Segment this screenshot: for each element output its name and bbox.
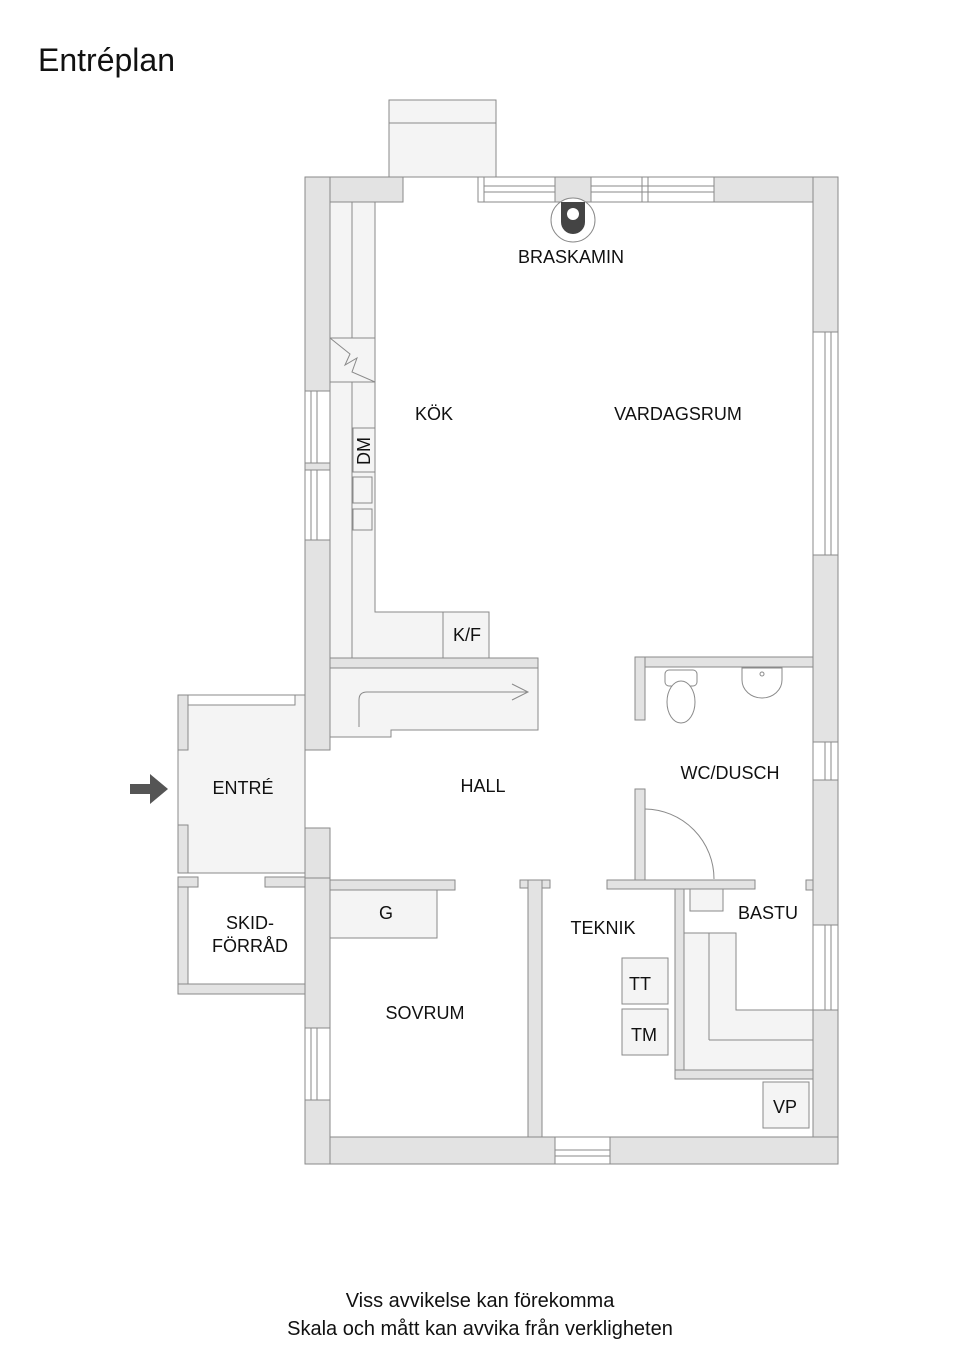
label-wc-dusch: WC/DUSCH — [681, 763, 780, 783]
vp-unit — [762, 1081, 810, 1129]
top-windows — [477, 176, 715, 203]
stair-wall — [329, 657, 539, 669]
toilet-icon — [664, 669, 698, 724]
door-swing — [644, 808, 715, 880]
label-kok: KÖK — [415, 404, 453, 424]
wc-walls — [606, 656, 814, 891]
label-skid-2: FÖRRÅD — [212, 936, 288, 956]
bottom-window — [554, 1136, 611, 1165]
skidforrad-walls — [177, 876, 306, 995]
staircase — [329, 667, 539, 738]
disclaimer-line-1: Viss avvikelse kan förekomma — [345, 1290, 615, 1312]
label-tm: TM — [631, 1025, 657, 1045]
sink-icon — [741, 667, 783, 699]
kitchen-counter — [329, 201, 490, 659]
label-kf: K/F — [453, 625, 481, 645]
bedroom-walls — [329, 879, 551, 1138]
label-vardagsrum: VARDAGSRUM — [614, 404, 742, 424]
label-entre: ENTRÉ — [212, 778, 273, 798]
label-sovrum: SOVRUM — [385, 1003, 464, 1023]
label-vp: VP — [773, 1097, 797, 1117]
page-title: Entréplan — [38, 42, 175, 78]
label-tt: TT — [629, 974, 651, 994]
tt-unit — [621, 957, 669, 1005]
left-windows — [304, 390, 331, 541]
bedroom-window — [304, 1027, 331, 1101]
exterior-walls — [304, 176, 839, 1165]
fireplace — [550, 197, 596, 243]
right-windows — [812, 331, 839, 1011]
label-teknik: TEKNIK — [570, 918, 635, 938]
disclaimer: Viss avvikelse kan förekomma Skala och m… — [0, 1287, 960, 1343]
label-braskamin: BRASKAMIN — [518, 247, 624, 267]
tm-unit — [621, 1008, 669, 1056]
entre-walls — [177, 694, 331, 879]
label-g: G — [379, 903, 393, 923]
bastu — [674, 888, 814, 1080]
label-dm: DM — [354, 437, 374, 465]
label-skid-1: SKID- — [226, 913, 274, 933]
label-hall: HALL — [460, 776, 505, 796]
entrance-arrow-icon — [130, 774, 168, 804]
label-bastu: BASTU — [738, 903, 798, 923]
disclaimer-line-2: Skala och mått kan avvika från verklighe… — [287, 1318, 673, 1340]
chimney-box — [388, 99, 497, 178]
